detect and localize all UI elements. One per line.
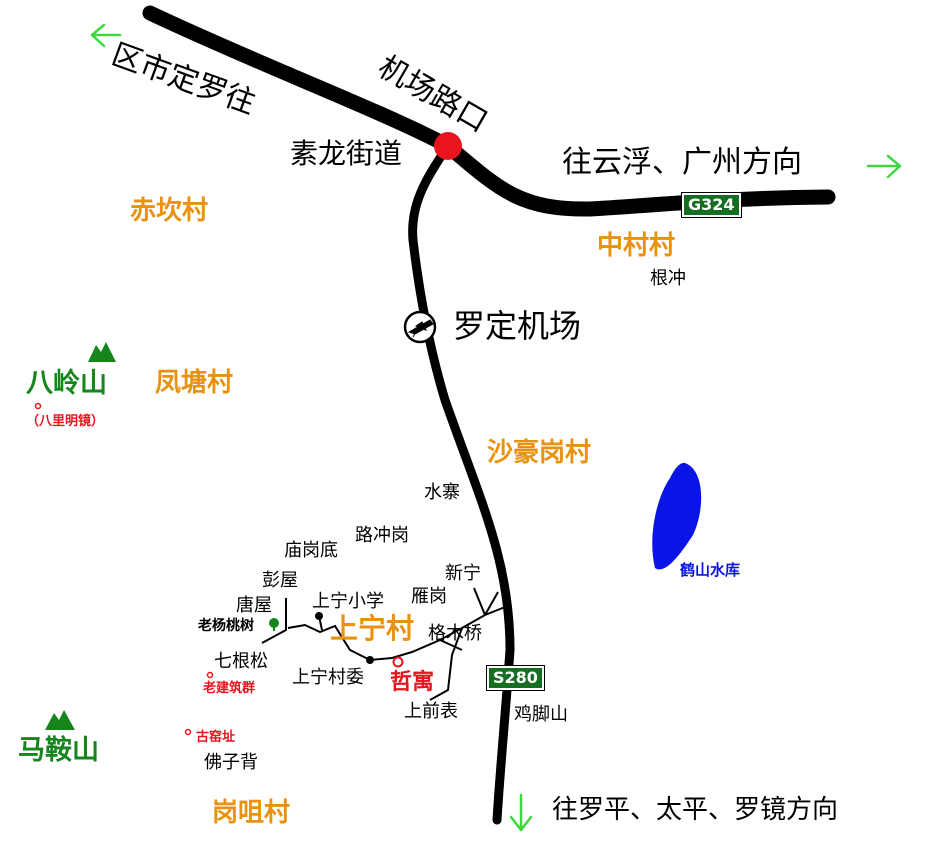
place-luchonggang: 路冲岗 xyxy=(355,525,409,546)
village-gangzu: 岗咀村 xyxy=(212,798,291,828)
place-gemuqiao: 格木桥 xyxy=(428,623,482,644)
committee-dot xyxy=(366,656,374,664)
junction-marker xyxy=(434,132,462,160)
place-qigensong: 七根松 xyxy=(214,651,268,672)
local-road-shangning xyxy=(287,606,506,662)
mountain-maanshan: 马鞍山 xyxy=(18,735,99,766)
place-jijiaoshan: 鸡脚山 xyxy=(514,704,568,725)
poi-guyao: 古窑址 xyxy=(196,730,236,745)
village-chikan: 赤坎村 xyxy=(130,196,209,226)
place-laoyang: 老杨桃树 xyxy=(198,618,254,634)
mountain-baling: 八岭山 xyxy=(26,368,107,399)
label-yunfu-guangzhou: 往云浮、广州方向 xyxy=(562,145,802,180)
arrow-east-icon xyxy=(866,154,902,179)
baling-mountain-icon xyxy=(88,342,116,362)
label-luoping-dir: 往罗平、太平、罗镜方向 xyxy=(552,795,839,825)
local-road-south xyxy=(429,627,463,701)
school-dot xyxy=(315,612,323,620)
poi-zheyu: 哲寓 xyxy=(390,670,435,695)
place-shuizhai: 水寨 xyxy=(424,482,460,503)
airport-icon xyxy=(403,310,437,344)
place-fozibei: 佛子背 xyxy=(204,752,258,773)
balimingjing-marker xyxy=(34,402,42,410)
road-to-dingluo xyxy=(142,5,456,154)
village-shangning: 上宁村 xyxy=(330,612,415,645)
place-shangqianbiao: 上前表 xyxy=(404,701,458,722)
s280-road-badge: S280 xyxy=(486,665,545,691)
label-airport: 罗定机场 xyxy=(453,307,582,345)
place-shangning-committee: 上宁村委 xyxy=(292,667,364,688)
place-xinning: 新宁 xyxy=(445,563,481,584)
road-g324 xyxy=(440,138,836,217)
label-sulong: 素龙街道 xyxy=(290,137,403,170)
place-genchong: 根冲 xyxy=(650,268,686,289)
guyao-marker xyxy=(184,728,192,736)
village-fengtang: 凤塘村 xyxy=(155,368,234,398)
local-road-xinning xyxy=(473,587,499,616)
arrow-northwest-icon xyxy=(90,23,122,48)
place-tangwu: 唐屋 xyxy=(236,595,272,616)
place-shangning-school: 上宁小学 xyxy=(312,591,384,612)
laojianzhu-marker xyxy=(206,671,214,679)
reservoir-shape xyxy=(652,462,702,570)
maanshan-mountain-icon xyxy=(45,710,75,730)
local-road-tangwu xyxy=(261,598,287,644)
place-yangang: 雁岗 xyxy=(411,586,447,607)
poi-laojianzhu: 老建筑群 xyxy=(203,681,256,696)
label-heshan-reservoir: 鹤山水库 xyxy=(680,561,741,579)
local-road-gemu xyxy=(439,639,463,651)
place-pengwu: 彭屋 xyxy=(262,570,298,591)
road-s280 xyxy=(408,141,515,825)
g324-road-badge: G324 xyxy=(681,192,742,218)
place-miaogangdi: 庙岗底 xyxy=(284,540,338,561)
village-shahao: 沙豪岗村 xyxy=(487,438,592,468)
arrow-south-icon xyxy=(509,793,533,832)
poi-balimingjing: （八里明镜） xyxy=(26,414,105,429)
tree-icon xyxy=(269,618,279,631)
village-zhongcun: 中村村 xyxy=(597,231,676,261)
zheyu-marker xyxy=(392,656,404,668)
